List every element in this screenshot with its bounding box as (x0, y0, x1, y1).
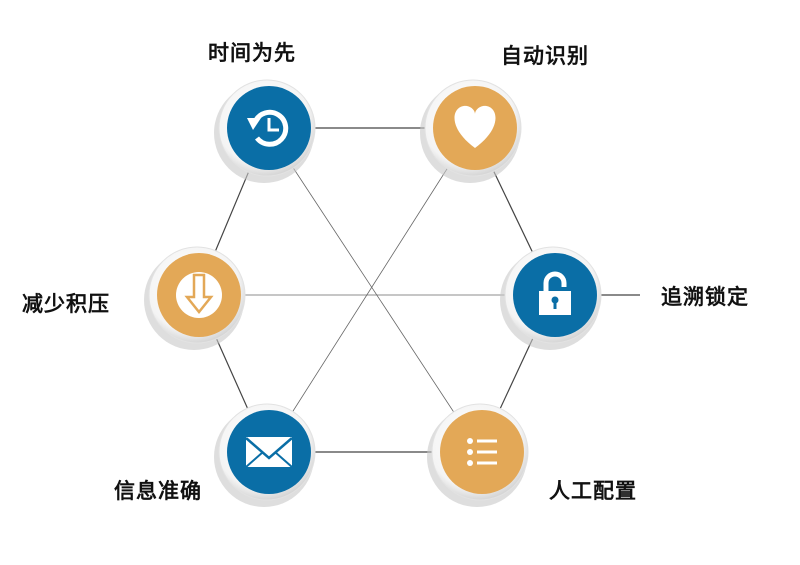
download-arrow-icon (176, 272, 222, 318)
node-label-trace-lock: 追溯锁定 (661, 285, 749, 309)
node-label-manual-config: 人工配置 (549, 479, 637, 503)
list-icon (467, 438, 497, 466)
node-label-reduce-backlog: 减少积压 (22, 292, 110, 316)
envelope-icon (245, 437, 293, 468)
diagonal-line (266, 127, 481, 453)
node-auto-identify (420, 79, 522, 183)
node-trace-lock (500, 246, 602, 350)
node-label-auto-identify: 自动识别 (501, 44, 589, 68)
node-info-accurate (214, 403, 316, 507)
node-label-info-accurate: 信息准确 (114, 479, 202, 503)
heart-icon (454, 105, 496, 148)
node-time-first (214, 79, 316, 183)
node-reduce-backlog (144, 246, 246, 350)
history-clock-icon (247, 109, 289, 147)
padlock-icon (539, 271, 571, 315)
node-label-time-first: 时间为先 (208, 41, 296, 65)
diagonal-line (266, 127, 474, 453)
node-manual-config (427, 403, 529, 507)
